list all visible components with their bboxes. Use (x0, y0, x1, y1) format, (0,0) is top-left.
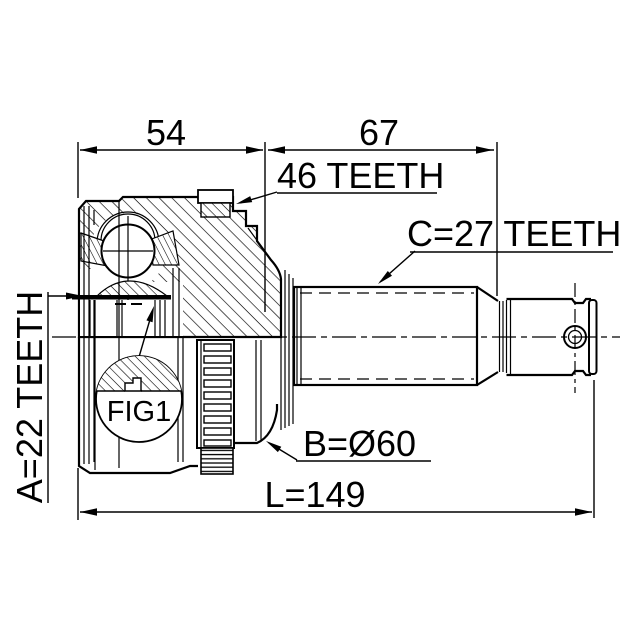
housing-external-bottom (77, 270, 294, 475)
abs-tone-ring (196, 339, 235, 475)
label-b-diameter: B=Ø60 (266, 423, 431, 464)
fig1-label: FIG1 (107, 396, 171, 428)
fig1-leader (138, 315, 152, 358)
dim-67-text: 67 (359, 112, 399, 153)
label-c-27-teeth: C=27 TEETH (378, 213, 621, 284)
abs-teeth-text: 46 TEETH (277, 155, 444, 196)
outer-spline-text: C=27 TEETH (407, 213, 621, 254)
ring-back-lines (255, 340, 262, 441)
label-46-teeth: 46 TEETH (236, 155, 444, 204)
length-text: L=149 (264, 474, 365, 515)
housing-back-curve (234, 404, 279, 445)
dimension-length: L=149 (77, 380, 595, 520)
housing-bottom-outline (77, 337, 198, 475)
bore-vertical-lines (89, 268, 180, 336)
inner-spline-arrow (66, 292, 83, 300)
housing-slope-step (247, 227, 265, 251)
ring-diameter-text: B=Ø60 (303, 423, 416, 464)
abs-ring-tooth-section (197, 189, 234, 218)
race-groove-arc-outer (96, 211, 160, 244)
inner-spline-text: A=22 TEETH (9, 291, 50, 503)
spline-bore-edge (72, 295, 171, 300)
tooth-hatched (200, 202, 231, 218)
shaft-taper-bottom (476, 371, 499, 386)
race-groove-arc-inner (100, 213, 156, 242)
ring-diameter-arrow (266, 441, 282, 453)
fig1-leader-arrow (146, 306, 154, 323)
outer-race-housing-section (72, 195, 283, 468)
shaft-taper-top (476, 286, 499, 302)
dimension-54: 54 (77, 112, 266, 312)
dimension-67: 67 (268, 112, 498, 296)
shaft-end-bottom (506, 369, 591, 377)
tooth-cap (197, 189, 234, 204)
dim-54-text: 54 (146, 112, 186, 153)
outer-spline-arrow (378, 271, 392, 284)
label-a-22-teeth: A=22 TEETH (9, 291, 83, 503)
shaft-spline-section (292, 285, 479, 387)
abs-teeth-arrow (236, 196, 253, 204)
tone-ring-foot (200, 447, 234, 475)
left-band-area (80, 269, 118, 336)
shaft-end-top (506, 297, 591, 305)
tone-ring-teeth (203, 343, 232, 447)
